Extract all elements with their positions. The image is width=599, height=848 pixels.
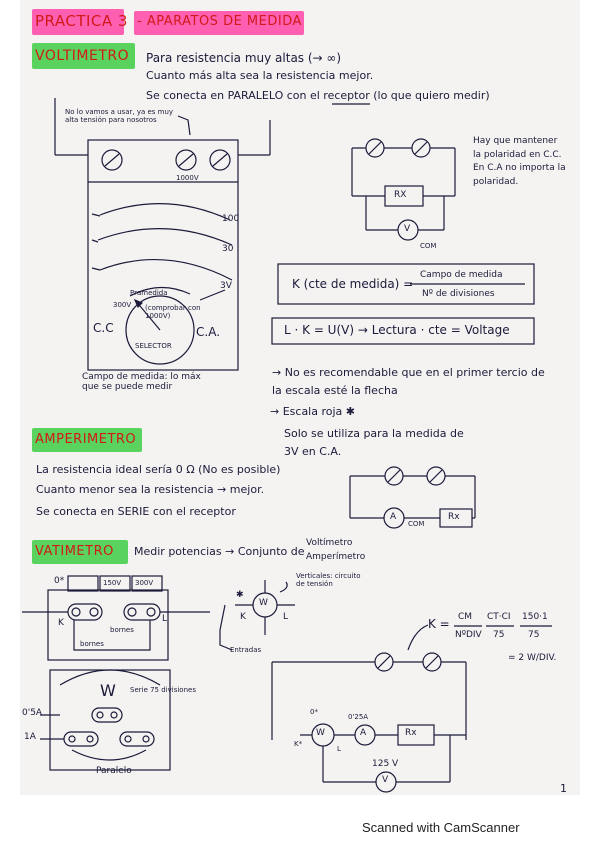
amp-rx-label: Rx: [448, 512, 460, 522]
volt-line-2: Cuanto más alta sea la resistencia mejor…: [146, 69, 374, 82]
escala-roja: → Escala roja ✱: [270, 405, 355, 418]
vat-borna-left: bornes: [80, 640, 104, 648]
polaridad-note: Hay que mantener la polaridad en C.C. En…: [473, 136, 566, 187]
vat-circ-a: A: [360, 728, 367, 738]
formula-k-den: Nº de divisiones: [422, 289, 495, 299]
vat-borna-right: bornes: [110, 626, 134, 634]
vatimetro-heading: VATIMETRO: [35, 544, 114, 559]
page-title: - APARATOS DE MEDIDA: [137, 14, 302, 29]
page-number: 1: [560, 782, 567, 795]
vat-num-150: 150·1: [522, 612, 548, 622]
vat-entradas: Entradas: [230, 646, 262, 654]
formula-k-left: K (cte de medida) =: [292, 277, 414, 291]
vat-label-l: L: [162, 614, 168, 624]
vat-label-1a: 1A: [24, 732, 36, 742]
vat-125v: 125 V: [372, 759, 399, 769]
vat-l-small: L: [283, 612, 289, 622]
amp-line-2: Cuanto menor sea la resistencia → mejor.: [36, 483, 265, 496]
scale-100: 100: [222, 214, 240, 224]
scale-30: 30: [222, 244, 234, 254]
vat-line-1: Medir potencias → Conjunto de: [134, 545, 305, 558]
formula-l: L · K = U(V) → Lectura · cte = Voltage: [284, 323, 510, 337]
vatimetro-highlight: [32, 540, 128, 564]
scale-3v: 3V: [220, 281, 232, 291]
vat-w-symbol: W: [259, 598, 268, 608]
vat-label-300: 300V: [135, 579, 154, 587]
pramedida-label: Pramedida: [130, 289, 168, 297]
label-cc: C.C: [93, 321, 114, 335]
vat-k-small: K: [240, 612, 246, 622]
vat-formula-k: K =: [428, 617, 450, 631]
vat-paralelo: Paralelo: [96, 766, 132, 776]
title-highlight-2: [134, 11, 304, 35]
vat-circ-0: 0*: [310, 708, 318, 716]
selector-label: SELECTOR: [135, 342, 172, 350]
vat-circ-k: K*: [294, 740, 303, 748]
vat-label-k: K: [58, 618, 64, 628]
label-1000v: 1000V: [176, 174, 199, 182]
vat-label-0: 0*: [54, 576, 65, 586]
solo-se: Solo se utiliza para la medida de: [284, 427, 464, 440]
v-label-volt: V: [404, 224, 411, 234]
scanner-footer: Scanned with CamScanner: [362, 820, 520, 835]
amp-a-label: A: [390, 512, 397, 522]
formula-k-num: Campo de medida: [420, 270, 503, 280]
vat-conj-1: Voltímetro: [306, 538, 353, 548]
volt-line-3: Se conecta en PARALELO con el receptor (…: [146, 89, 490, 102]
amp-com-label: COM: [408, 520, 425, 528]
voltimetro-heading: VOLTIMETRO: [35, 48, 130, 64]
voltimetro-highlight: [32, 43, 135, 69]
comprobar-label: (comprobar con 1000V): [145, 304, 201, 321]
vat-conj-2: Amperímetro: [306, 552, 366, 562]
tres-v: 3V en C.A.: [284, 445, 342, 458]
amperimetro-highlight: [32, 428, 142, 452]
practica-label: PRACTICA 3: [35, 12, 128, 30]
com-label-volt: COM: [420, 242, 437, 250]
vat-denom-75b: 75: [528, 630, 540, 640]
rx-label-volt: RX: [394, 190, 407, 200]
voltmeter-body: [87, 139, 239, 371]
volt-line-1: Para resistencia muy altas (→ ∞): [146, 51, 342, 65]
label-300v: 300V: [113, 301, 132, 309]
vat-025a: 0'25A: [348, 713, 369, 721]
campo-note: Campo de medida: lo máx que se puede med…: [82, 372, 201, 393]
vat-verticales: Verticales: circuito de tensión: [296, 572, 361, 589]
label-ca: C.A.: [196, 325, 221, 339]
vat-ct-ci: CT·CI: [487, 612, 511, 622]
vat-circ-v: V: [382, 775, 389, 785]
vat-circ-rx: Rx: [405, 728, 417, 738]
no-recomendable-note: → No es recomendable que en el primer te…: [272, 366, 545, 397]
volt-note-no: No lo vamos a usar, ya es muy alta tensi…: [65, 108, 174, 125]
vat-label-05a: 0'5A: [22, 708, 43, 718]
vat-label-150: 150V: [103, 579, 122, 587]
vat-cm: CM: [458, 612, 473, 622]
vat-star: ✱: [236, 590, 244, 600]
amp-line-3: Se conecta en SERIE con el receptor: [36, 505, 236, 518]
title-highlight-1: [32, 9, 124, 35]
vat-w-big: W: [100, 681, 116, 700]
vat-ndiv: NºDIV: [455, 630, 482, 640]
amp-line-1: La resistencia ideal sería 0 Ω (No es po…: [36, 463, 281, 476]
vat-serie: Serie 75 divisiones: [130, 686, 196, 694]
vat-denom-75a: 75: [493, 630, 505, 640]
vat-circ-l: L: [337, 745, 341, 753]
vat-circ-w: W: [316, 728, 325, 738]
vat-result: = 2 W/DIV.: [508, 653, 557, 663]
amperimetro-heading: AMPERIMETRO: [35, 432, 137, 447]
